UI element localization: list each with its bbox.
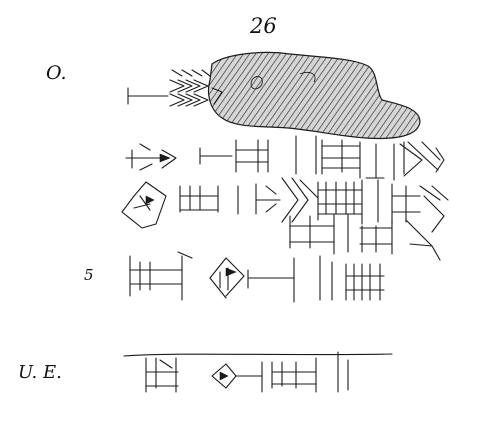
plate-number: 26 bbox=[250, 14, 277, 38]
cuneiform-sign-icon bbox=[125, 135, 445, 181]
obverse-label: O. bbox=[46, 62, 67, 84]
cuneiform-sign-icon bbox=[127, 69, 223, 107]
upper-edge-label: U. E. bbox=[18, 362, 62, 383]
hatched-damage-icon bbox=[207, 51, 421, 140]
cuneiform-sign-icon bbox=[121, 177, 449, 233]
cuneiform-sign-icon bbox=[129, 251, 385, 303]
line-number-label: 5 bbox=[84, 266, 94, 284]
cuneiform-sign-icon bbox=[289, 213, 441, 261]
cuneiform-sign-icon bbox=[123, 351, 393, 393]
